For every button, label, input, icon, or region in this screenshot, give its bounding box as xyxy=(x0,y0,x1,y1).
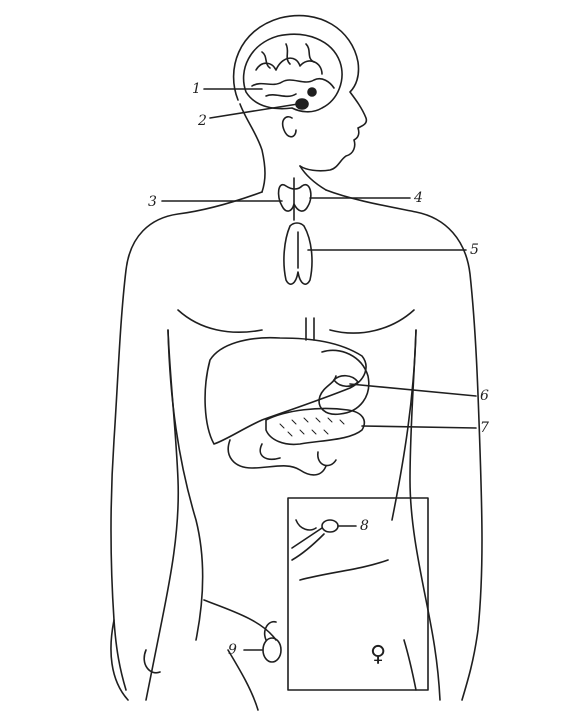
label-3: 3 xyxy=(148,195,157,209)
ovary xyxy=(292,520,338,560)
neck-back xyxy=(240,104,265,192)
duodenum xyxy=(228,440,326,475)
label-1: 1 xyxy=(192,82,201,96)
left-waist xyxy=(168,330,203,640)
label-6: 6 xyxy=(480,389,489,403)
label-7: 7 xyxy=(480,421,489,435)
bowel-loop xyxy=(260,444,336,466)
ear xyxy=(283,117,296,137)
left-inner-arm xyxy=(146,330,178,700)
brain xyxy=(244,34,342,112)
left-shoulder-arm xyxy=(111,192,262,690)
liver xyxy=(205,338,366,444)
label-4: 4 xyxy=(414,191,423,205)
thyroid-gland xyxy=(279,178,311,220)
label-8: 8 xyxy=(360,519,369,533)
chest-line-right xyxy=(330,310,414,333)
testis xyxy=(263,622,281,662)
label-2: 2 xyxy=(198,114,207,128)
label-9: 9 xyxy=(228,643,237,657)
leader-line-2 xyxy=(210,104,298,118)
stomach xyxy=(319,350,369,414)
pancreas xyxy=(266,408,364,444)
right-waist xyxy=(392,330,416,520)
label-5: 5 xyxy=(470,243,479,257)
right-inner-arm xyxy=(410,330,440,700)
female-inset-box xyxy=(288,498,428,690)
inset-thigh-line xyxy=(404,640,416,690)
aorta xyxy=(306,318,314,340)
leader-line-7 xyxy=(362,426,476,428)
thymus-gland xyxy=(284,223,312,284)
chest-line-left xyxy=(178,310,262,332)
pancreas-texture xyxy=(280,418,344,436)
right-shoulder-arm xyxy=(326,190,482,700)
inset-body-line xyxy=(300,560,388,580)
female-symbol-icon: ♀ xyxy=(370,644,386,666)
thigh-line xyxy=(228,650,258,710)
pineal-gland xyxy=(308,88,316,96)
head-outline xyxy=(234,16,367,171)
